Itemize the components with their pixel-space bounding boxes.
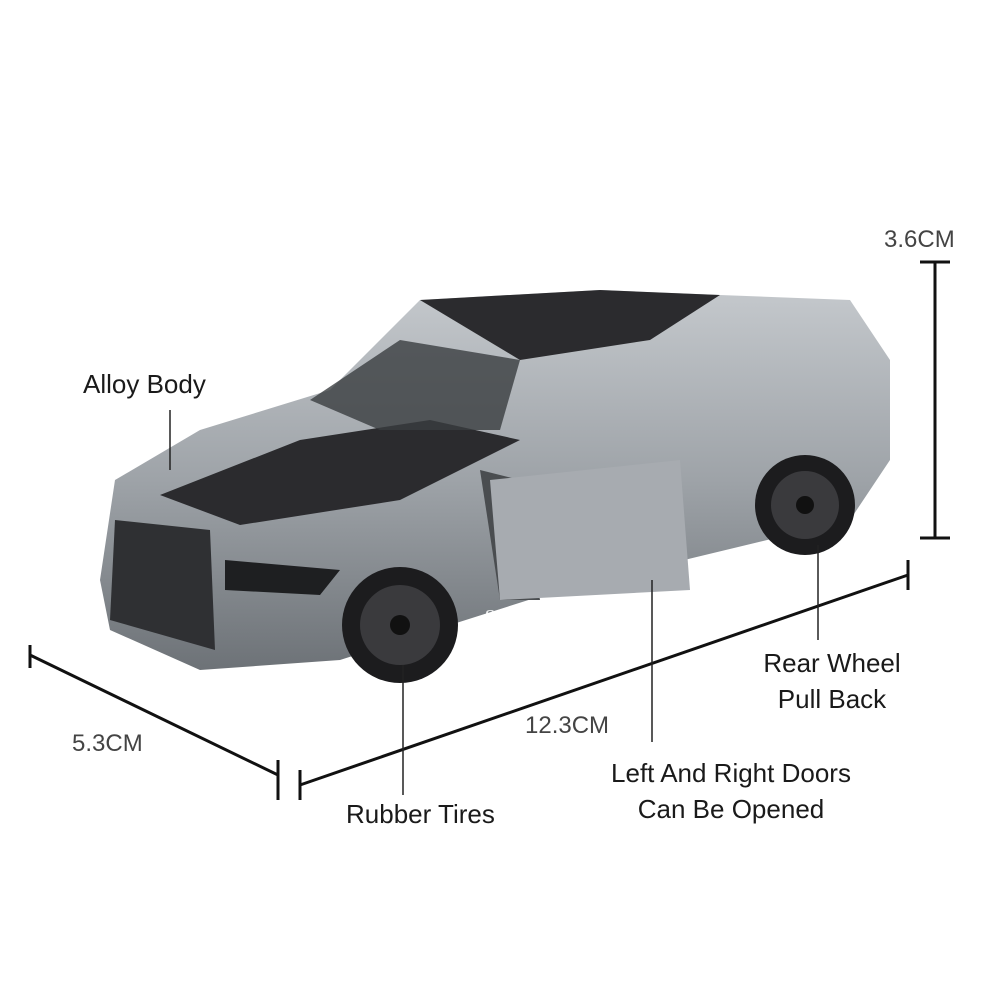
front-wheel: [342, 567, 458, 683]
doors-line1: Left And Right Doors: [611, 758, 851, 788]
doors-line2: Can Be Opened: [637, 794, 825, 824]
rear-wheel: [755, 455, 855, 555]
alloy-body-label: Alloy Body: [83, 369, 206, 399]
width-label: 5.3CM: [72, 730, 143, 757]
dimension-lines: [28, 260, 950, 800]
doors-label: Left And Right Doors Can Be Opened: [590, 755, 872, 827]
rear-wheel-label: Rear Wheel Pull Back: [762, 645, 902, 717]
rear-wheel-line2: Pull Back: [777, 684, 887, 714]
car-body: [100, 290, 890, 670]
watermark: Store No. 1100313066: [485, 606, 651, 626]
rear-wheel-line1: Rear Wheel: [763, 648, 901, 678]
length-label: 12.3CM: [525, 712, 610, 739]
rubber-tires-label: Rubber Tires: [346, 799, 495, 829]
height-label: 3.6CM: [884, 226, 955, 253]
callout-lines: [169, 410, 819, 795]
